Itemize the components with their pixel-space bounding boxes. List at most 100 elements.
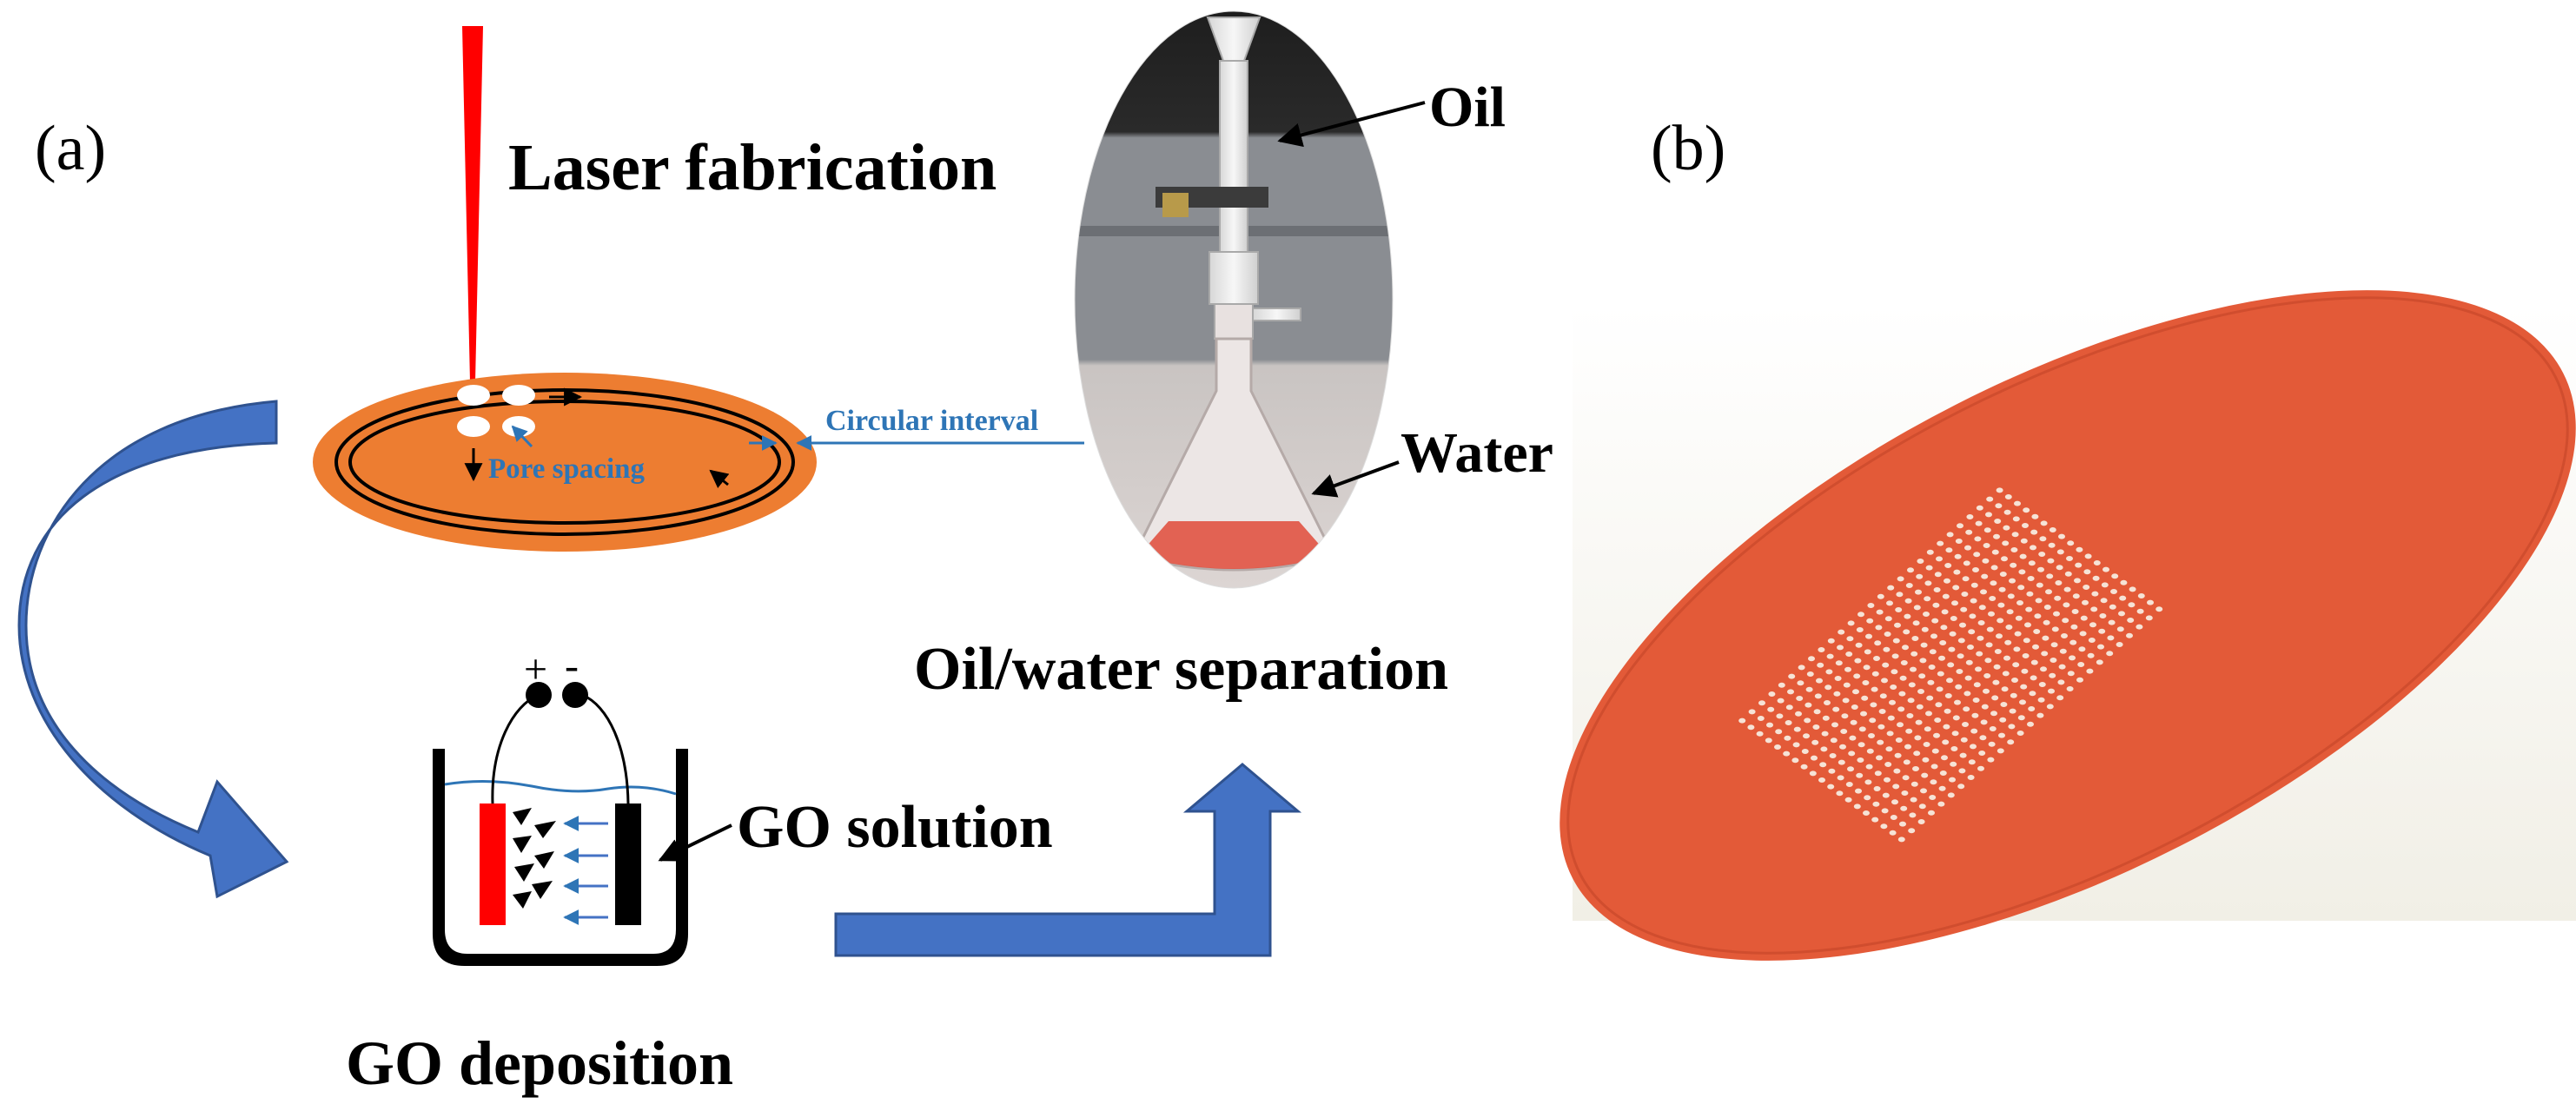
- membrane-pore: [2004, 639, 2012, 645]
- membrane-pore: [1886, 600, 1893, 606]
- membrane-pore: [2120, 579, 2128, 585]
- membrane-pore: [1988, 741, 1996, 747]
- plus-sign: +: [524, 646, 547, 692]
- membrane-pore: [1980, 719, 1988, 725]
- membrane-pore: [1975, 520, 1983, 526]
- membrane-pore: [2086, 668, 2094, 674]
- water-pointer: [1311, 460, 1400, 498]
- membrane-pore: [1910, 781, 1918, 787]
- membrane-pore: [1916, 573, 1924, 579]
- membrane-pore: [1901, 790, 1909, 796]
- membrane-pore: [1910, 666, 1917, 672]
- membrane-pore: [2017, 585, 2025, 591]
- membrane-pore: [2108, 619, 2116, 625]
- membrane-pore: [1808, 656, 1815, 662]
- membrane-pore: [1972, 567, 1979, 572]
- membrane-pore: [1973, 682, 1981, 688]
- membrane-pore: [2027, 576, 2035, 581]
- membrane-pore: [1910, 651, 1918, 657]
- membrane-pore: [1962, 576, 1970, 582]
- membrane-pore: [1747, 724, 1755, 731]
- membrane-pore: [2010, 692, 2017, 698]
- membrane-pore: [1927, 679, 1935, 685]
- membrane-pore: [2046, 573, 2054, 579]
- membrane-pore: [2099, 613, 2107, 618]
- membrane-pore: [1907, 698, 1915, 704]
- membrane-pore: [1869, 718, 1877, 724]
- membrane-pore: [1926, 695, 1934, 701]
- membrane-pore: [1893, 768, 1901, 774]
- membrane-pore: [1916, 704, 1924, 710]
- membrane-pore: [1853, 803, 1861, 810]
- membrane-pore: [1829, 753, 1837, 758]
- membrane-pore: [1964, 545, 1971, 551]
- membrane-pore: [1970, 728, 1978, 734]
- membrane-pore: [1923, 612, 1930, 617]
- cathode-electrode: [615, 803, 641, 925]
- membrane-pore: [1897, 576, 1904, 582]
- membrane-pore: [1990, 565, 1998, 571]
- membrane-pore: [2100, 598, 2108, 604]
- membrane-pore: [2036, 712, 2044, 718]
- membrane-pore: [1950, 746, 1958, 751]
- membrane-pore: [2003, 509, 2011, 515]
- membrane-pore: [1918, 803, 1926, 810]
- membrane-pore: [1969, 613, 1977, 619]
- membrane-pore: [1894, 752, 1902, 758]
- membrane-pore: [1976, 505, 1983, 511]
- membrane-pore: [1798, 665, 1805, 671]
- membrane-pore: [2028, 706, 2036, 711]
- membrane-pore: [1837, 645, 1844, 651]
- membrane-pore: [1837, 775, 1844, 781]
- membrane-pore: [1937, 540, 1944, 546]
- membrane-pore: [1891, 799, 1898, 805]
- membrane-pore: [1915, 589, 1922, 595]
- membrane-pore: [1985, 512, 1992, 518]
- membrane-pore: [1886, 731, 1894, 737]
- membrane-pore: [1990, 711, 1997, 717]
- membrane-pore: [2071, 609, 2079, 614]
- membrane-pore: [1950, 616, 1957, 621]
- membrane-pore: [2030, 529, 2038, 535]
- membrane-pore: [1845, 651, 1853, 657]
- membrane-pore: [1902, 645, 1909, 651]
- membrane-pore: [1898, 691, 1906, 697]
- membrane-pore: [1873, 656, 1880, 661]
- membrane-pore: [2111, 573, 2119, 579]
- membrane-pore: [1981, 573, 1989, 579]
- membrane-pore: [1856, 772, 1864, 778]
- membrane-pore: [2007, 593, 2015, 599]
- membrane-pore: [1865, 764, 1873, 770]
- membrane-pore: [1957, 523, 1963, 529]
- membrane-pore: [1940, 625, 1948, 631]
- membrane-pore: [1937, 671, 1944, 677]
- membrane-pore: [1915, 719, 1923, 725]
- membrane-pore: [1826, 653, 1834, 659]
- membrane-disk: [313, 373, 817, 552]
- membrane-pore: [1879, 693, 1887, 699]
- membrane-pore: [1785, 704, 1793, 711]
- membrane-pore: [1950, 761, 1957, 767]
- membrane-pore: [2020, 684, 2028, 690]
- membrane-pore: [1912, 620, 1920, 626]
- laser-fabrication-title: Laser fabrication: [508, 131, 997, 204]
- membrane-pore: [1967, 645, 1974, 650]
- membrane-pore: [2012, 516, 2020, 522]
- membrane-pore: [1877, 739, 1884, 745]
- membrane-pore: [1924, 580, 1932, 586]
- membrane-pore: [1933, 732, 1940, 738]
- membrane-pore: [1905, 728, 1913, 734]
- membrane-pore: [2019, 553, 2027, 559]
- membrane-pore: [1984, 658, 1992, 664]
- membrane-pore: [1976, 651, 1983, 657]
- membrane-pore: [1900, 660, 1908, 665]
- membrane-pore: [1930, 779, 1937, 785]
- membrane-pore: [1954, 699, 1961, 705]
- membrane-pore: [1797, 680, 1805, 686]
- membrane-pore: [2128, 602, 2136, 608]
- membrane-pore: [1865, 633, 1872, 639]
- membrane-pore: [1824, 700, 1831, 705]
- membrane-pore: [1816, 678, 1823, 684]
- membrane-pore: [1977, 765, 1984, 771]
- membrane-pore: [1792, 742, 1800, 748]
